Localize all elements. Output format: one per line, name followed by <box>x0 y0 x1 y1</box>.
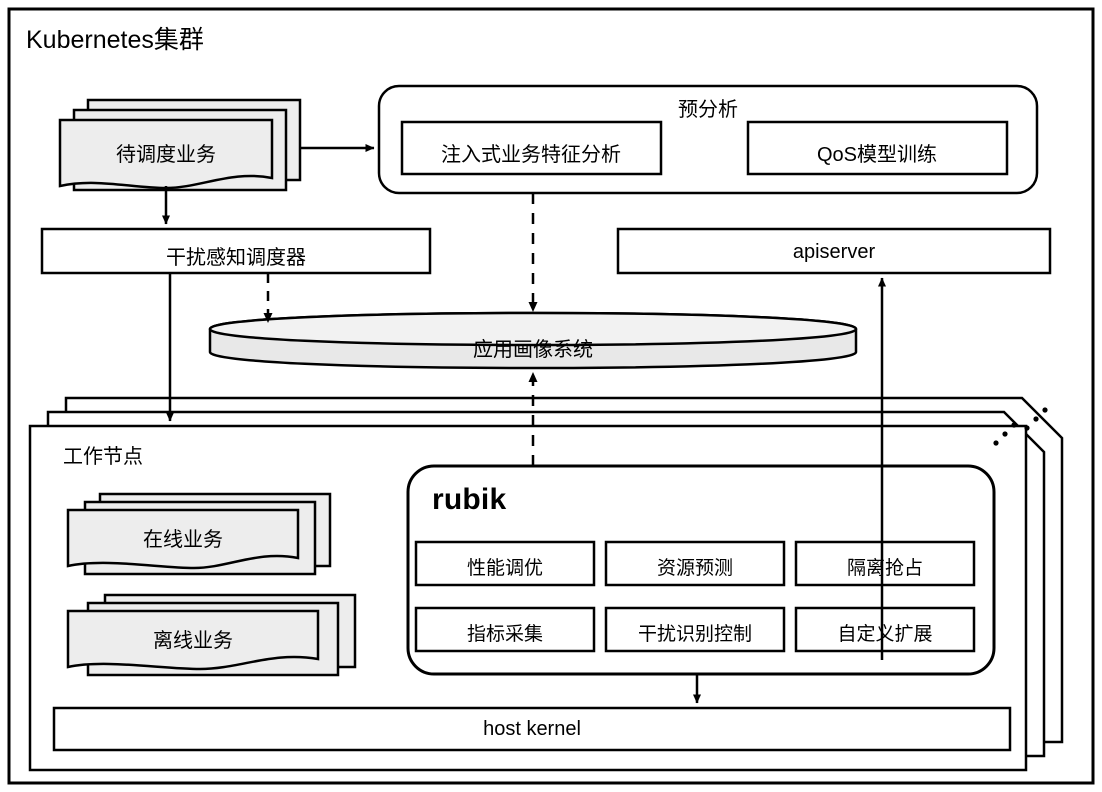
rubik-module-0-box <box>414 540 596 587</box>
cluster-boundary <box>7 7 1095 785</box>
more-nodes-ellipsis <box>993 407 1048 446</box>
online-workload-stack <box>66 492 332 576</box>
apiserver-box <box>616 227 1052 275</box>
offline-workload-stack <box>66 593 357 677</box>
rubik-module-1-box <box>604 540 786 587</box>
rubik-module-3-box <box>414 606 596 653</box>
pending-workload-stack <box>58 98 302 192</box>
rubik-module-2-box <box>794 540 976 587</box>
profile-system-cylinder <box>208 311 858 370</box>
preanalysis-item-0-box <box>400 120 663 176</box>
scheduler-box <box>40 227 432 275</box>
host-kernel-box <box>52 706 1012 752</box>
rubik-module-4-box <box>604 606 786 653</box>
preanalysis-item-1-box <box>746 120 1009 176</box>
rubik-module-5-box <box>794 606 976 653</box>
